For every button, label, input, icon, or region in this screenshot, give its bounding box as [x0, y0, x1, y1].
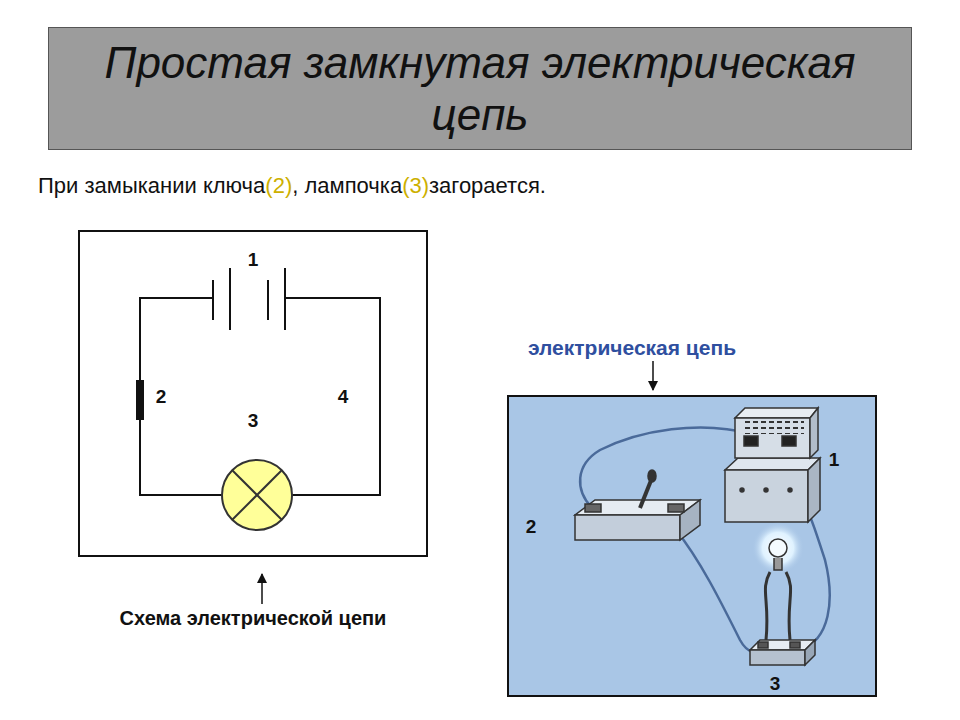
- subtitle-text: , лампочка: [292, 173, 402, 198]
- callout-number: 3: [770, 673, 781, 695]
- caption-arrow: [261, 574, 263, 604]
- circuit-picture: [508, 396, 876, 696]
- subtitle-text: загорается.: [429, 173, 546, 198]
- power-supply: [725, 408, 820, 522]
- lamp: [750, 522, 815, 665]
- callout-number: 4: [338, 386, 349, 408]
- schematic: [79, 231, 427, 556]
- callout-number: 2: [156, 386, 167, 408]
- callout-number: 1: [248, 249, 259, 271]
- battery-symbol: [213, 268, 285, 330]
- label-arrow: [652, 361, 654, 390]
- switch: [575, 470, 700, 540]
- subtitle-text: При замыкании ключа: [38, 173, 265, 198]
- callout-number: 1: [829, 449, 840, 471]
- picture-caption: электрическая цепь: [528, 336, 736, 360]
- subtitle-text: (2): [265, 173, 292, 198]
- callout-number: 2: [526, 516, 537, 538]
- lamp-symbol: [222, 460, 292, 530]
- schematic-caption: Схема электрической цепи: [117, 607, 390, 630]
- subtitle-line: При замыкании ключа(2), лампочка(3)загор…: [38, 173, 546, 199]
- key-symbol: [136, 380, 144, 420]
- slide-title: Простая замкнутая электрическая цепь: [60, 37, 900, 141]
- callout-number: 3: [248, 410, 259, 432]
- title-band: Простая замкнутая электрическая цепь: [48, 27, 912, 150]
- subtitle-text: (3): [402, 173, 429, 198]
